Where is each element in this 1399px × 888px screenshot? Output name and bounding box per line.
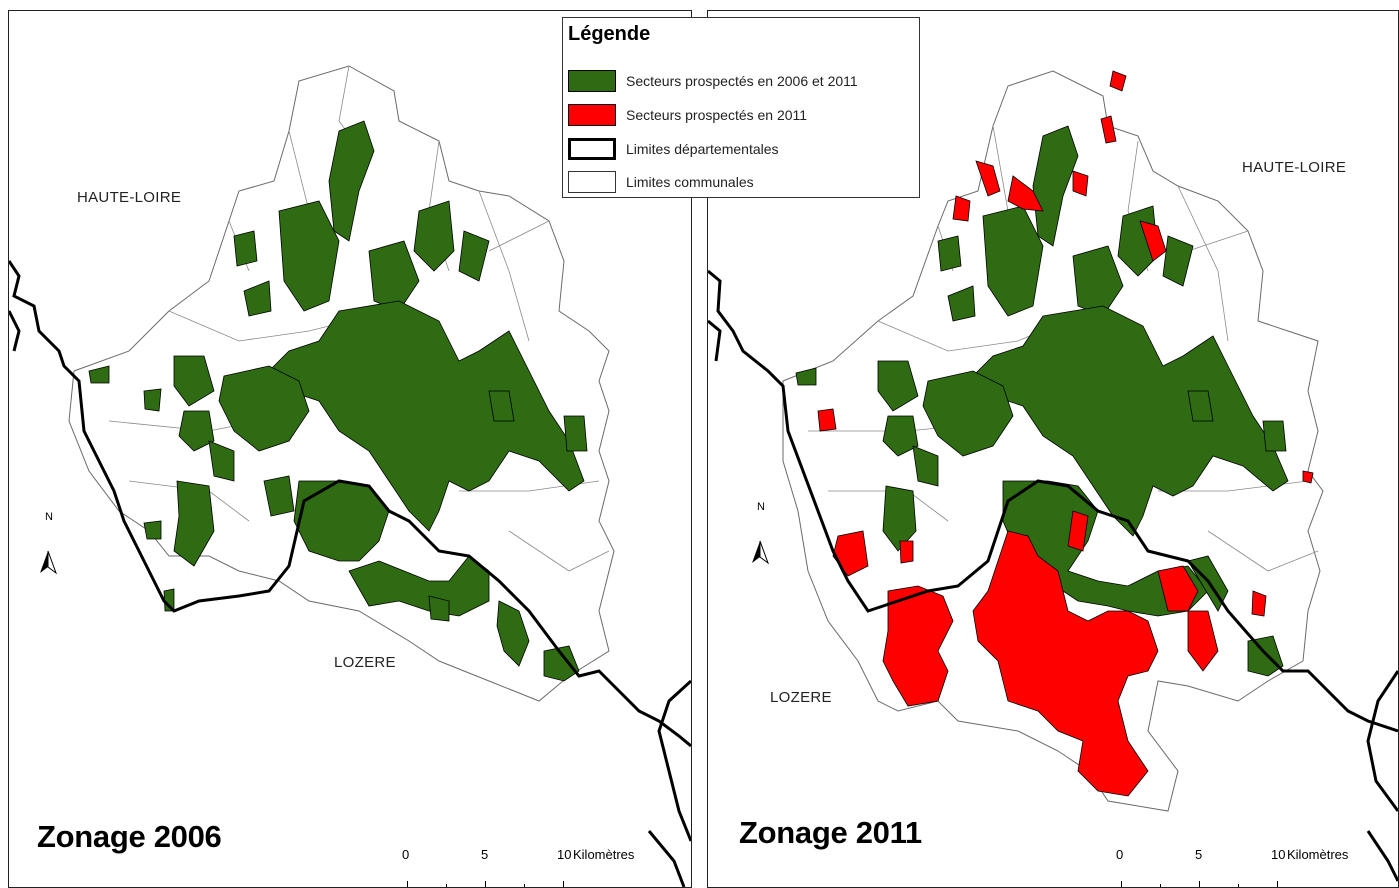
scale-tick-5: 5 bbox=[481, 847, 489, 862]
department-boundary-south bbox=[647, 830, 686, 887]
legend-label: Limites communales bbox=[626, 174, 754, 190]
scale-bar: 0 5 10 Kilomètres bbox=[1113, 847, 1373, 887]
legend-swatch-thick-outline bbox=[568, 138, 616, 160]
scale-tick-0: 0 bbox=[402, 847, 410, 862]
sectors-2011 bbox=[817, 70, 1314, 797]
map-panel-2011: HAUTE-LOIRE LOZERE N Zonage 2011 0 5 10 … bbox=[707, 10, 1399, 888]
north-label: N bbox=[757, 501, 765, 513]
legend-label: Limites départementales bbox=[626, 141, 779, 157]
scale-tick-10: 10 bbox=[557, 847, 572, 862]
north-indicator: N bbox=[37, 511, 61, 523]
map-title-2011: Zonage 2011 bbox=[739, 815, 922, 850]
scale-tick-5: 5 bbox=[1195, 847, 1203, 862]
legend-swatch-green bbox=[568, 70, 616, 92]
scale-bar: 0 5 10 Kilomètres bbox=[399, 847, 659, 887]
scale-unit: Kilomètres bbox=[1287, 847, 1349, 862]
scale-tick-0: 0 bbox=[1116, 847, 1124, 862]
map-2011-canvas bbox=[708, 70, 1398, 882]
region-label-haute-loire: HAUTE-LOIRE bbox=[77, 189, 182, 206]
north-arrow-icon bbox=[752, 540, 770, 565]
map-title-2006: Zonage 2006 bbox=[37, 819, 222, 854]
region-label-lozere: LOZERE bbox=[770, 689, 832, 706]
legend-swatch-red bbox=[568, 104, 616, 126]
sectors-2006-2011 bbox=[88, 120, 588, 682]
legend-item-sectors-2011: Secteurs prospectés en 2011 bbox=[568, 104, 918, 130]
legend-label: Secteurs prospectés en 2011 bbox=[626, 107, 808, 123]
map-2006-canvas bbox=[9, 65, 691, 887]
legend-item-commune-limits: Limites communales bbox=[568, 171, 918, 197]
commune-outline bbox=[68, 65, 615, 702]
legend-swatch-thin-outline bbox=[568, 171, 616, 193]
legend-item-department-limits: Limites départementales bbox=[568, 138, 918, 164]
region-label-haute-loire: HAUTE-LOIRE bbox=[1242, 159, 1347, 176]
scale-tick-10: 10 bbox=[1271, 847, 1286, 862]
department-boundary bbox=[708, 269, 1398, 733]
region-label-lozere: LOZERE bbox=[334, 654, 396, 671]
department-boundary-west bbox=[708, 319, 722, 362]
north-arrow-icon bbox=[40, 550, 58, 575]
department-boundary-west bbox=[9, 310, 21, 352]
department-boundary-east bbox=[1366, 670, 1398, 812]
scale-unit: Kilomètres bbox=[573, 847, 635, 862]
map-legend: Légende Secteurs prospectés en 2006 et 2… bbox=[562, 17, 920, 198]
north-label: N bbox=[45, 511, 53, 523]
legend-label: Secteurs prospectés en 2006 et 2011 bbox=[626, 73, 858, 89]
department-boundary bbox=[9, 260, 691, 748]
commune-outline bbox=[782, 70, 1324, 812]
north-indicator: N bbox=[749, 501, 773, 513]
legend-title: Légende bbox=[568, 23, 651, 45]
department-boundary-south bbox=[1366, 830, 1398, 882]
legend-item-sectors-2006-2011: Secteurs prospectés en 2006 et 2011 bbox=[568, 70, 918, 96]
department-boundary-east bbox=[657, 679, 691, 842]
